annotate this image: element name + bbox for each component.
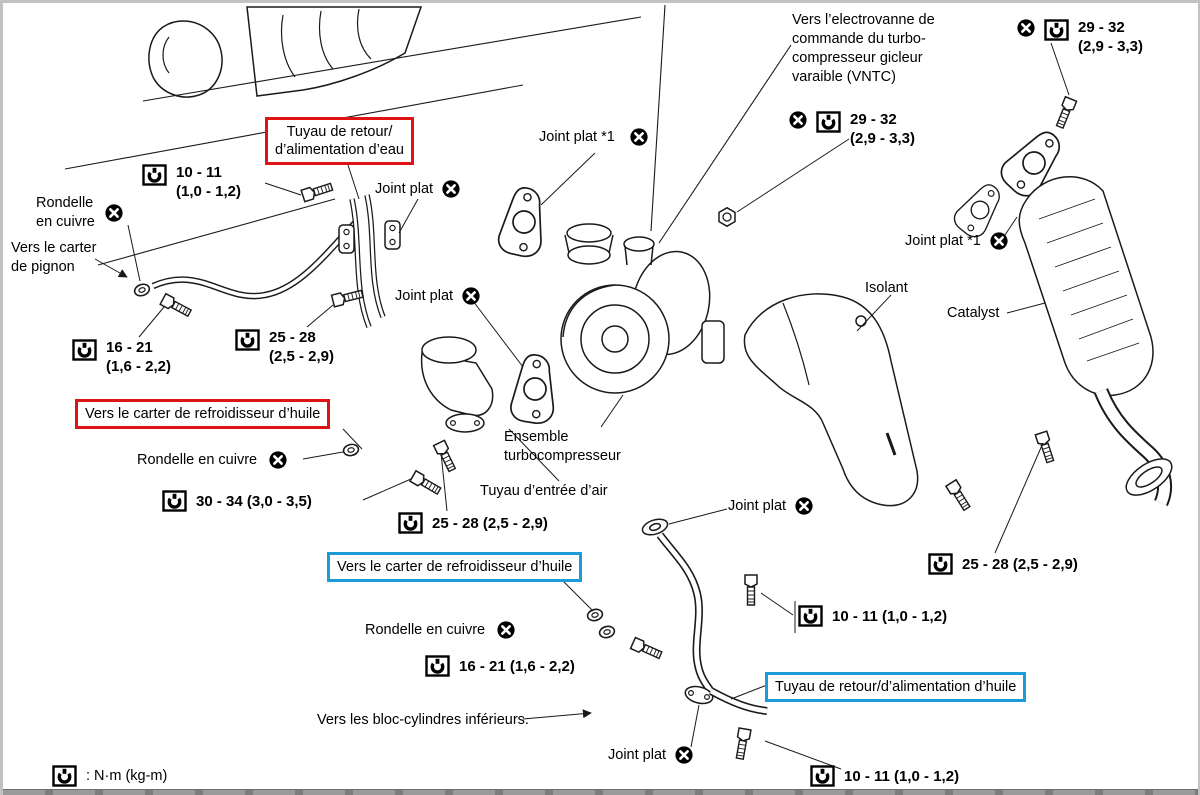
label-tuyau-entree-air: Tuyau d’entrée d’air — [480, 483, 608, 499]
torque-wrench-icon — [810, 765, 835, 787]
non-reusable-x-icon — [989, 232, 1008, 251]
label-text: Joint plat *1 — [905, 233, 981, 249]
label-text: Rondelle en cuivre — [36, 195, 95, 230]
torque-kgm: (1,0 - 1,2) — [176, 182, 242, 200]
torque-kgm: (1,6 - 2,2) — [106, 357, 172, 375]
torque-spec-water-upper: 10 - 11 (1,0 - 1,2) — [142, 164, 241, 202]
label-text: Rondelle en cuivre — [365, 622, 486, 638]
label-bloc-cylindres: Vers les bloc-cylindres inférieurs. — [317, 712, 529, 728]
torque-spec-oil-feed: 16 - 21 (1,6 - 2,2) — [425, 655, 575, 677]
torque-wrench-icon — [235, 329, 260, 351]
torque-spec-water-mid: 25 - 28 (2,5 - 2,9) — [235, 329, 334, 367]
callout-carter-refroidisseur-red: Vers le carter de refroidisseur d’huile — [75, 399, 331, 430]
torque-value: 29 - 32 — [850, 111, 897, 128]
torque-kgm: (2,9 - 3,3) — [1078, 37, 1144, 55]
torque-wrench-icon — [72, 339, 97, 361]
legend-text: : N·m (kg-m) — [86, 768, 168, 784]
torque-spec-oil-pipe-lower: 10 - 11 (1,0 - 1,2) — [810, 765, 959, 787]
label-text: Joint plat — [375, 181, 434, 197]
torque-wrench-icon — [52, 765, 77, 787]
torque-wrench-icon — [425, 655, 450, 677]
label-carter-pignon: Vers le carter de pignon — [11, 240, 97, 275]
window-bottom-edge — [3, 789, 1198, 795]
label-rondelle-cuivre-3: Rondelle en cuivre — [365, 621, 516, 640]
callout-carter-refroidisseur-blue: Vers le carter de refroidisseur d’huile — [327, 552, 583, 583]
torque-value: 25 - 28 (2,5 - 2,9) — [962, 555, 1078, 573]
non-reusable-x-icon — [675, 746, 694, 765]
torque-value: 25 - 28 — [269, 329, 316, 346]
label-text: Rondelle en cuivre — [137, 452, 258, 468]
torque-kgm: (2,5 - 2,9) — [269, 347, 335, 365]
label-ensemble-turbo: Ensemble turbocompresseur — [504, 429, 621, 464]
torque-unit-legend: : N·m (kg-m) — [52, 765, 167, 787]
non-reusable-x-icon — [269, 451, 288, 470]
label-joint-plat-center: Joint plat — [728, 497, 814, 516]
label-joint-plat-upper: Joint plat — [375, 180, 461, 199]
label-joint-plat-bottom: Joint plat — [608, 746, 694, 765]
torque-wrench-icon — [816, 111, 841, 133]
non-reusable-x-icon — [442, 180, 461, 199]
torque-wrench-icon — [798, 605, 823, 627]
label-rondelle-cuivre-1: Rondelle en cuivre — [36, 194, 123, 232]
torque-value: 25 - 28 (2,5 - 2,9) — [432, 514, 548, 532]
label-text: Joint plat — [728, 498, 787, 514]
torque-spec-oil-drain: 30 - 34 (3,0 - 3,5) — [162, 490, 312, 512]
non-reusable-x-icon — [1017, 19, 1035, 37]
label-rondelle-cuivre-2: Rondelle en cuivre — [137, 451, 288, 470]
torque-value: 29 - 32 — [1078, 19, 1125, 36]
label-isolant: Isolant — [865, 280, 908, 296]
torque-wrench-icon — [928, 553, 953, 575]
non-reusable-x-icon — [497, 621, 516, 640]
label-joint-plat-star-right: Joint plat *1 — [905, 232, 1008, 251]
torque-spec-oil-pipe-upper: 10 - 11 (1,0 - 1,2) — [798, 605, 947, 627]
torque-spec-exhaust-mid: 29 - 32 (2,9 - 3,3) — [789, 111, 915, 149]
label-text: Joint plat — [395, 288, 454, 304]
torque-spec-exhaust-top: 29 - 32 (2,9 - 3,3) — [1017, 19, 1143, 57]
non-reusable-x-icon — [789, 111, 807, 129]
torque-value: 10 - 11 (1,0 - 1,2) — [832, 607, 948, 625]
label-joint-plat-mid: Joint plat — [395, 287, 481, 306]
torque-value: 10 - 11 (1,0 - 1,2) — [844, 767, 960, 785]
label-text: Joint plat — [608, 747, 667, 763]
torque-value: 16 - 21 (1,6 - 2,2) — [459, 657, 575, 675]
callout-tuyau-eau: Tuyau de retour/ d’alimentation d’eau — [265, 117, 414, 166]
torque-value: 10 - 11 — [176, 164, 222, 181]
torque-spec-air-inlet: 25 - 28 (2,5 - 2,9) — [398, 512, 548, 534]
label-vntc: Vers l’electrovanne de commande du turbo… — [792, 12, 935, 85]
torque-wrench-icon — [398, 512, 423, 534]
torque-spec-catalyst-bolt: 25 - 28 (2,5 - 2,9) — [928, 553, 1078, 575]
non-reusable-x-icon — [795, 497, 814, 516]
label-text: Joint plat *1 — [539, 129, 615, 145]
label-joint-plat-star-top: Joint plat *1 — [539, 128, 648, 147]
non-reusable-x-icon — [629, 128, 648, 147]
torque-wrench-icon — [162, 490, 187, 512]
torque-value: 16 - 21 — [106, 339, 153, 356]
callout-tuyau-huile: Tuyau de retour/d’alimentation d’huile — [765, 672, 1027, 703]
torque-spec-water-left: 16 - 21 (1,6 - 2,2) — [72, 339, 171, 377]
label-catalyst: Catalyst — [947, 305, 1000, 321]
torque-value: 30 - 34 (3,0 - 3,5) — [196, 492, 312, 510]
non-reusable-x-icon — [104, 203, 123, 222]
torque-wrench-icon — [1044, 19, 1069, 41]
torque-wrench-icon — [142, 164, 167, 186]
non-reusable-x-icon — [462, 287, 481, 306]
torque-kgm: (2,9 - 3,3) — [850, 129, 916, 147]
